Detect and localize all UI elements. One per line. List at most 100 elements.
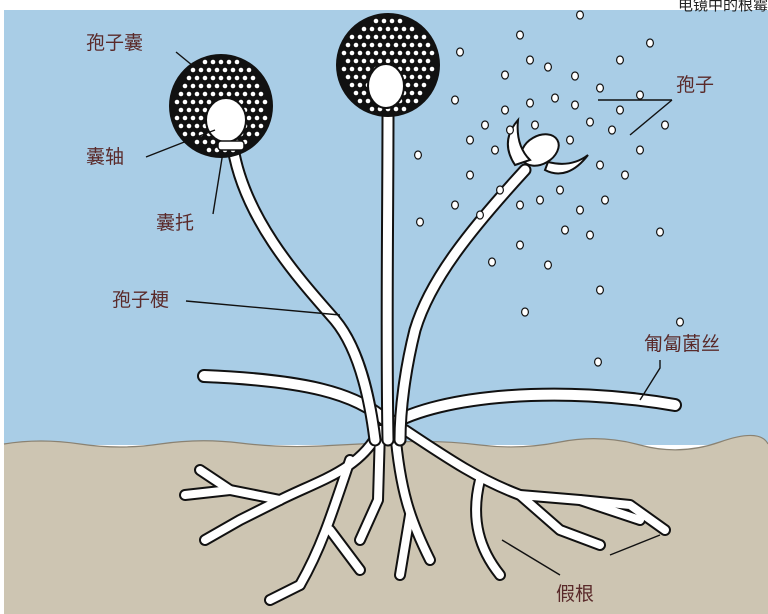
label-sporangium: 孢子囊 [86,34,143,53]
spore [577,206,584,214]
sporangium-speckle [251,76,256,81]
sporangium-speckle [239,84,244,89]
sporangium-speckle [402,107,407,112]
sporangium-speckle [259,108,264,113]
sporangium-speckle [406,35,411,40]
sporangium-speckle [366,67,371,72]
sporangium-speckle [231,68,236,73]
spore [572,72,579,80]
spore [502,106,509,114]
spore [597,286,604,294]
spore [657,228,664,236]
spore [577,11,584,19]
spore [482,121,489,129]
sporangium-speckle [414,67,419,72]
spore [497,186,504,194]
sporangium-speckle [255,100,260,105]
sporangium-speckle [243,92,248,97]
sporangium-speckle [227,76,232,81]
sporangium-speckle [191,84,196,89]
sporangium-speckle [350,67,355,72]
sporangium-speckle [346,75,351,80]
sporangium-speckle [207,148,212,153]
spore [587,118,594,126]
spore [545,63,552,71]
spore [507,126,514,134]
sporangium-speckle [195,140,200,145]
sporangium-speckle [227,92,232,97]
sporangium-speckle [394,27,399,32]
sporangium-speckle [370,59,375,64]
sporangium-speckle [410,43,415,48]
spore [562,226,569,234]
spore [417,218,424,226]
sporangium-speckle [410,59,415,64]
sporangium-speckle [362,75,367,80]
sporangium-speckle [263,116,268,121]
sporangium-speckle [195,108,200,113]
spore [517,31,524,39]
spore [662,121,669,129]
label-apophysis: 囊托 [156,214,194,233]
sporangium-speckle [370,107,375,112]
sporangium-speckle [406,99,411,104]
label-columella: 囊轴 [86,148,124,167]
sporangium-speckle [259,92,264,97]
sporangium-speckle [199,100,204,105]
sporangium-speckle [382,35,387,40]
spore [489,258,496,266]
spore [622,171,629,179]
sporangium-speckle [259,124,264,129]
sporangium-speckle [422,67,427,72]
sporangium-speckle [207,84,212,89]
sporangium-speckle [223,84,228,89]
sporangium-speckle [422,35,427,40]
spore [617,106,624,114]
sporangium-speckle [227,60,232,65]
sporangium-speckle [386,27,391,32]
sporangium-speckle [430,67,435,72]
spore [552,94,559,102]
spore [597,84,604,92]
sporangium-speckle [255,84,260,89]
sporangium-speckle [406,51,411,56]
sporangium-speckle [426,59,431,64]
sporangium-speckle [362,43,367,48]
sporangium-speckle [263,100,268,105]
spore [637,91,644,99]
sporangium-speckle [362,91,367,96]
sporangium-speckle [199,84,204,89]
sporangium-speckle [358,83,363,88]
sporangium-speckle [211,60,216,65]
sporangium-speckle [406,67,411,72]
spore [452,96,459,104]
sporangium-speckle [410,27,415,32]
spore [522,308,529,316]
sporangium-speckle [247,100,252,105]
sporangium-speckle [418,91,423,96]
sporangium-speckle [239,68,244,73]
sporangium-speckle [203,60,208,65]
sporangium-speckle [219,92,224,97]
sporangium-speckle [394,43,399,48]
sporangium-speckle [386,43,391,48]
sporangium-speckle [354,75,359,80]
apophysis-left [218,141,244,150]
sporangium-speckle [191,68,196,73]
sporangium-speckle [398,35,403,40]
sporangium-speckle [378,27,383,32]
spore [545,261,552,269]
sporangium-speckle [378,59,383,64]
spore [567,136,574,144]
sporangium-speckle [382,19,387,24]
sporangium-speckle [223,68,228,73]
sporangium-speckle [255,132,260,137]
sporangium-speckle [251,92,256,97]
sporangium-speckle [203,140,208,145]
sporangium-speckle [183,132,188,137]
spore [587,231,594,239]
sporangium-speckle [183,116,188,121]
sporangium-speckle [187,92,192,97]
label-rhizoids: 假根 [556,585,594,604]
label-spores: 孢子 [676,76,714,95]
